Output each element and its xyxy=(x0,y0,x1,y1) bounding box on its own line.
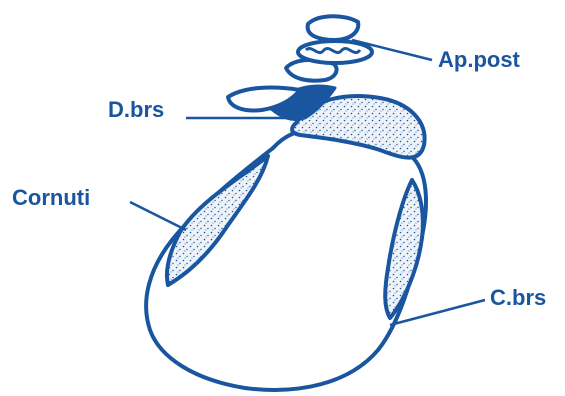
label-d-brs: D.brs xyxy=(108,98,164,122)
tube-segment-top xyxy=(308,16,359,40)
cornuti-leader xyxy=(130,202,186,230)
label-ap-post: Ap.post xyxy=(438,48,520,72)
label-c-brs: C.brs xyxy=(490,286,546,310)
label-cornuti: Cornuti xyxy=(12,186,90,210)
